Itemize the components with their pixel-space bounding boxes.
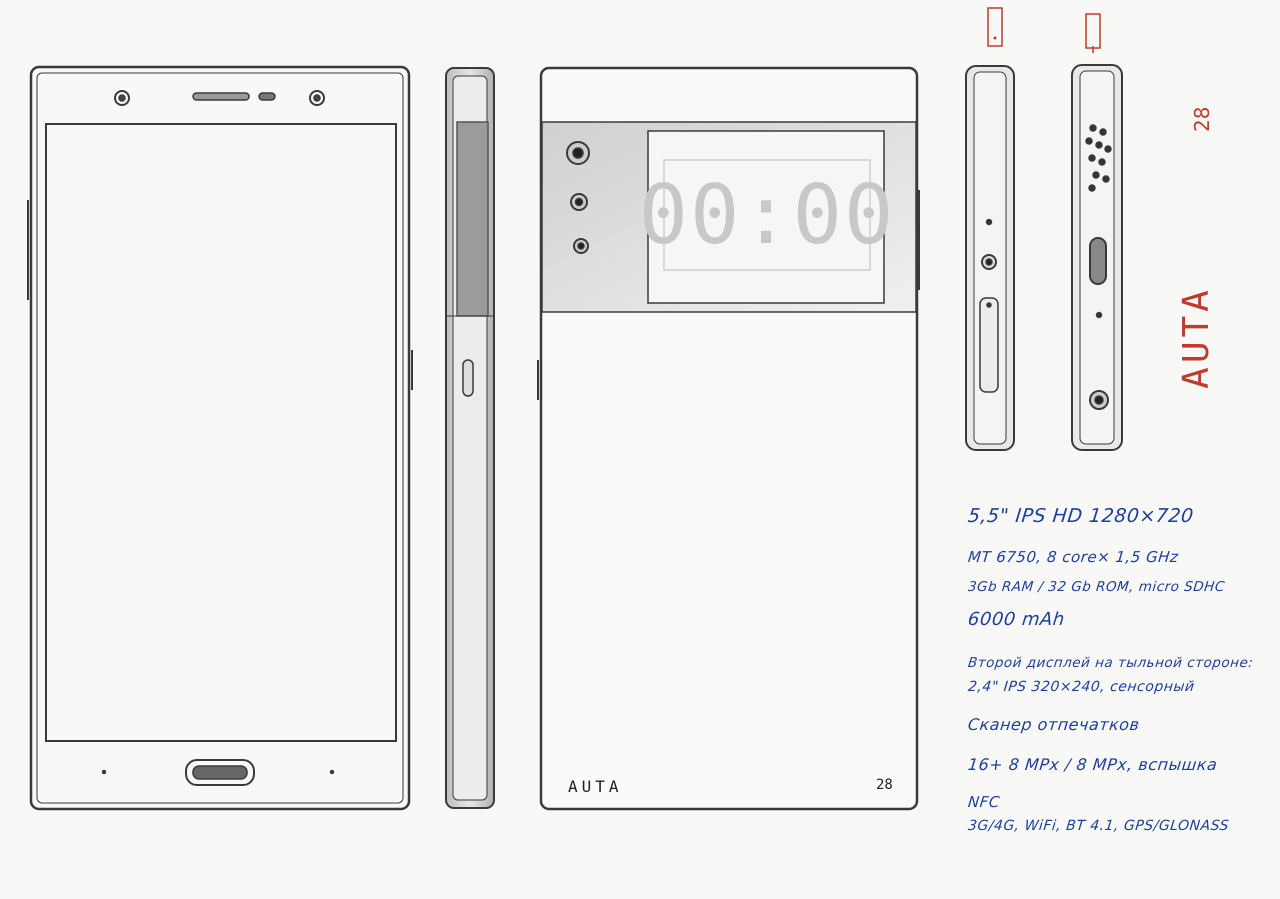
top-edge-view <box>965 7 1015 451</box>
margin-number: 28 <box>1190 106 1214 132</box>
spec-battery: 6000 mAh <box>966 609 1066 630</box>
spec-display: 5,5" IPS HD 1280×720 <box>966 505 1195 527</box>
spec-camera: 16+ 8 MPx / 8 MPx, вспышка <box>967 755 1219 774</box>
brand-vertical-label: AUTA <box>1166 262 1226 412</box>
spec-second-display: 2,4" IPS 320×240, сенсорный <box>967 679 1196 695</box>
bottom-edge-view <box>1071 13 1123 451</box>
spec-second-display-title: Второй дисплей на тыльной стороне: <box>967 655 1255 671</box>
side-view <box>445 67 495 809</box>
back-model-number: 28 <box>876 777 893 793</box>
spec-fingerprint: Сканер отпечатков <box>967 715 1141 734</box>
spec-cpu: MT 6750, 8 core× 1,5 GHz <box>967 548 1180 566</box>
back-view <box>537 66 920 811</box>
brand-vertical-text: AUTA <box>1175 285 1217 389</box>
spec-connectivity: 3G/4G, WiFi, BT 4.1, GPS/GLONASS <box>967 818 1230 834</box>
front-view <box>27 65 413 811</box>
spec-nfc: NFC <box>967 793 1001 811</box>
spec-memory: 3Gb RAM / 32 Gb ROM, micro SDHC <box>967 579 1226 595</box>
secondary-display-clock: 00:00 <box>638 167 896 263</box>
back-brand-label: AUTA <box>568 777 623 796</box>
